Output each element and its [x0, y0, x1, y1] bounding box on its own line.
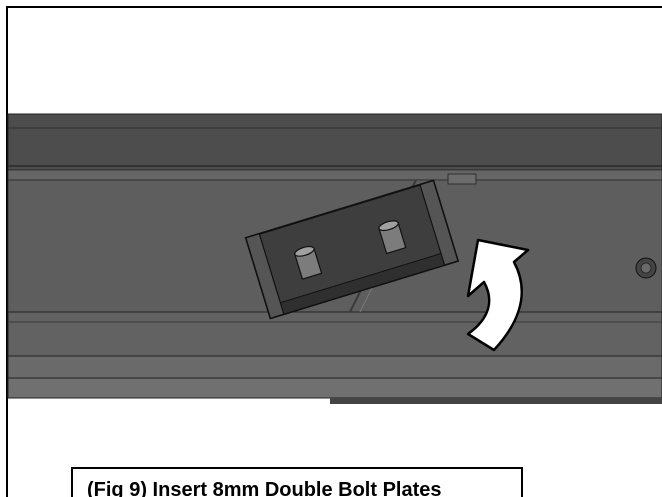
double-bolt-plate	[244, 179, 460, 320]
figure-caption: (Fig 9) Insert 8mm Double Bolt Plates	[71, 467, 523, 497]
hex-nut-icon	[635, 257, 657, 279]
bolt-icon	[294, 245, 323, 280]
bolt-icon	[378, 220, 407, 255]
curved-rotation-arrow	[466, 238, 530, 352]
